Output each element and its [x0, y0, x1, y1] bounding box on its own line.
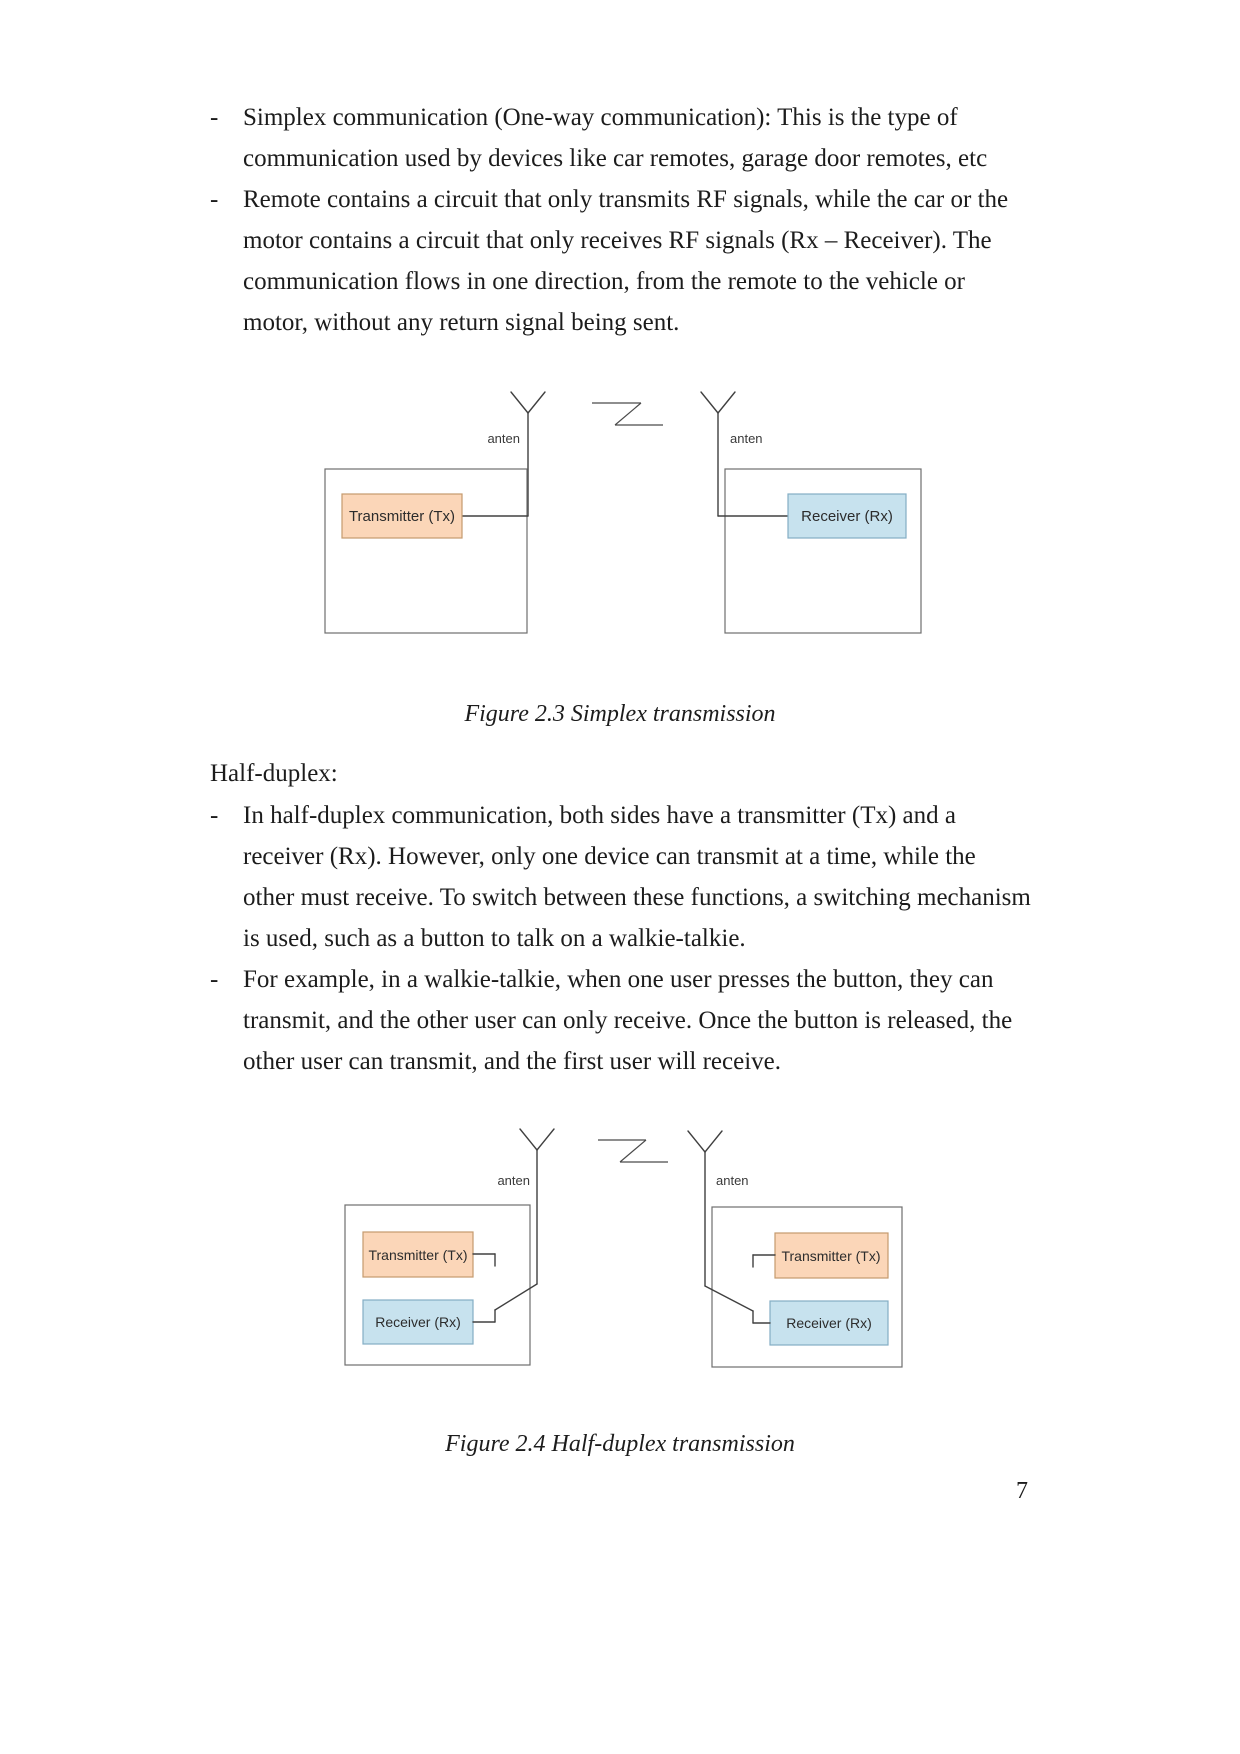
paragraph-half-duplex-2: For example, in a walkie-talkie, when on… — [243, 966, 1013, 1075]
transmitter-label: Transmitter (Tx) — [349, 508, 455, 525]
left-transmitter-label: Transmitter (Tx) — [368, 1247, 467, 1263]
list-item: - Remote contains a circuit that only tr… — [210, 179, 1032, 343]
paragraph-half-duplex-1: In half-duplex communication, both sides… — [243, 802, 1031, 952]
paragraph-simplex-2: Remote contains a circuit that only tran… — [243, 186, 1009, 336]
left-switch-icon — [472, 1253, 538, 1323]
antenna-left-label: anten — [497, 1173, 530, 1188]
figure-caption-half-duplex: Figure 2.4 Half-duplex transmission — [445, 1431, 795, 1457]
transmitter-box — [341, 493, 463, 539]
right-receiver-label: Receiver (Rx) — [786, 1315, 872, 1331]
list-item: - Simplex communication (One-way communi… — [210, 97, 1032, 179]
antenna-left-icon — [510, 391, 546, 517]
receiver-box — [787, 493, 907, 539]
antenna-left-label: anten — [487, 431, 520, 446]
antenna-right-label: anten — [716, 1173, 749, 1188]
bullet-dash: - — [210, 186, 219, 213]
receiver-label: Receiver (Rx) — [801, 508, 893, 525]
left-receiver-label: Receiver (Rx) — [375, 1314, 461, 1330]
figure-simplex-diagram: anten anten Transmitter (Tx) Receiver (R… — [324, 391, 922, 634]
bullet-dash: - — [210, 104, 219, 131]
antenna-right-label: anten — [730, 431, 763, 446]
antenna-left-icon — [519, 1128, 555, 1285]
list-item: - For example, in a walkie-talkie, when … — [210, 959, 1032, 1082]
figure-half-duplex-diagram: anten anten Transmitter (Tx) Receiver (R… — [344, 1128, 903, 1368]
figure-caption-simplex: Figure 2.3 Simplex transmission — [464, 701, 776, 727]
antenna-right-icon — [700, 391, 736, 517]
antenna-right-icon — [687, 1130, 723, 1287]
right-transmitter-box — [774, 1232, 889, 1279]
left-transmitter-box — [362, 1231, 474, 1278]
right-switch-icon — [704, 1254, 776, 1324]
page-number: 7 — [1016, 1478, 1028, 1504]
bullet-dash: - — [210, 966, 219, 993]
right-transmitter-label: Transmitter (Tx) — [781, 1248, 880, 1264]
paragraph-simplex-1: Simplex communication (One-way communica… — [243, 104, 988, 172]
rf-signal-icon — [598, 1139, 668, 1163]
half-duplex-heading: Half-duplex: — [210, 760, 338, 787]
half-duplex-bullet-list: - In half-duplex communication, both sid… — [210, 795, 1032, 1082]
simplex-bullet-list: - Simplex communication (One-way communi… — [210, 97, 1032, 343]
right-receiver-box — [769, 1300, 889, 1346]
rf-signal-icon — [592, 402, 663, 426]
bullet-dash: - — [210, 802, 219, 829]
list-item: - In half-duplex communication, both sid… — [210, 795, 1032, 959]
